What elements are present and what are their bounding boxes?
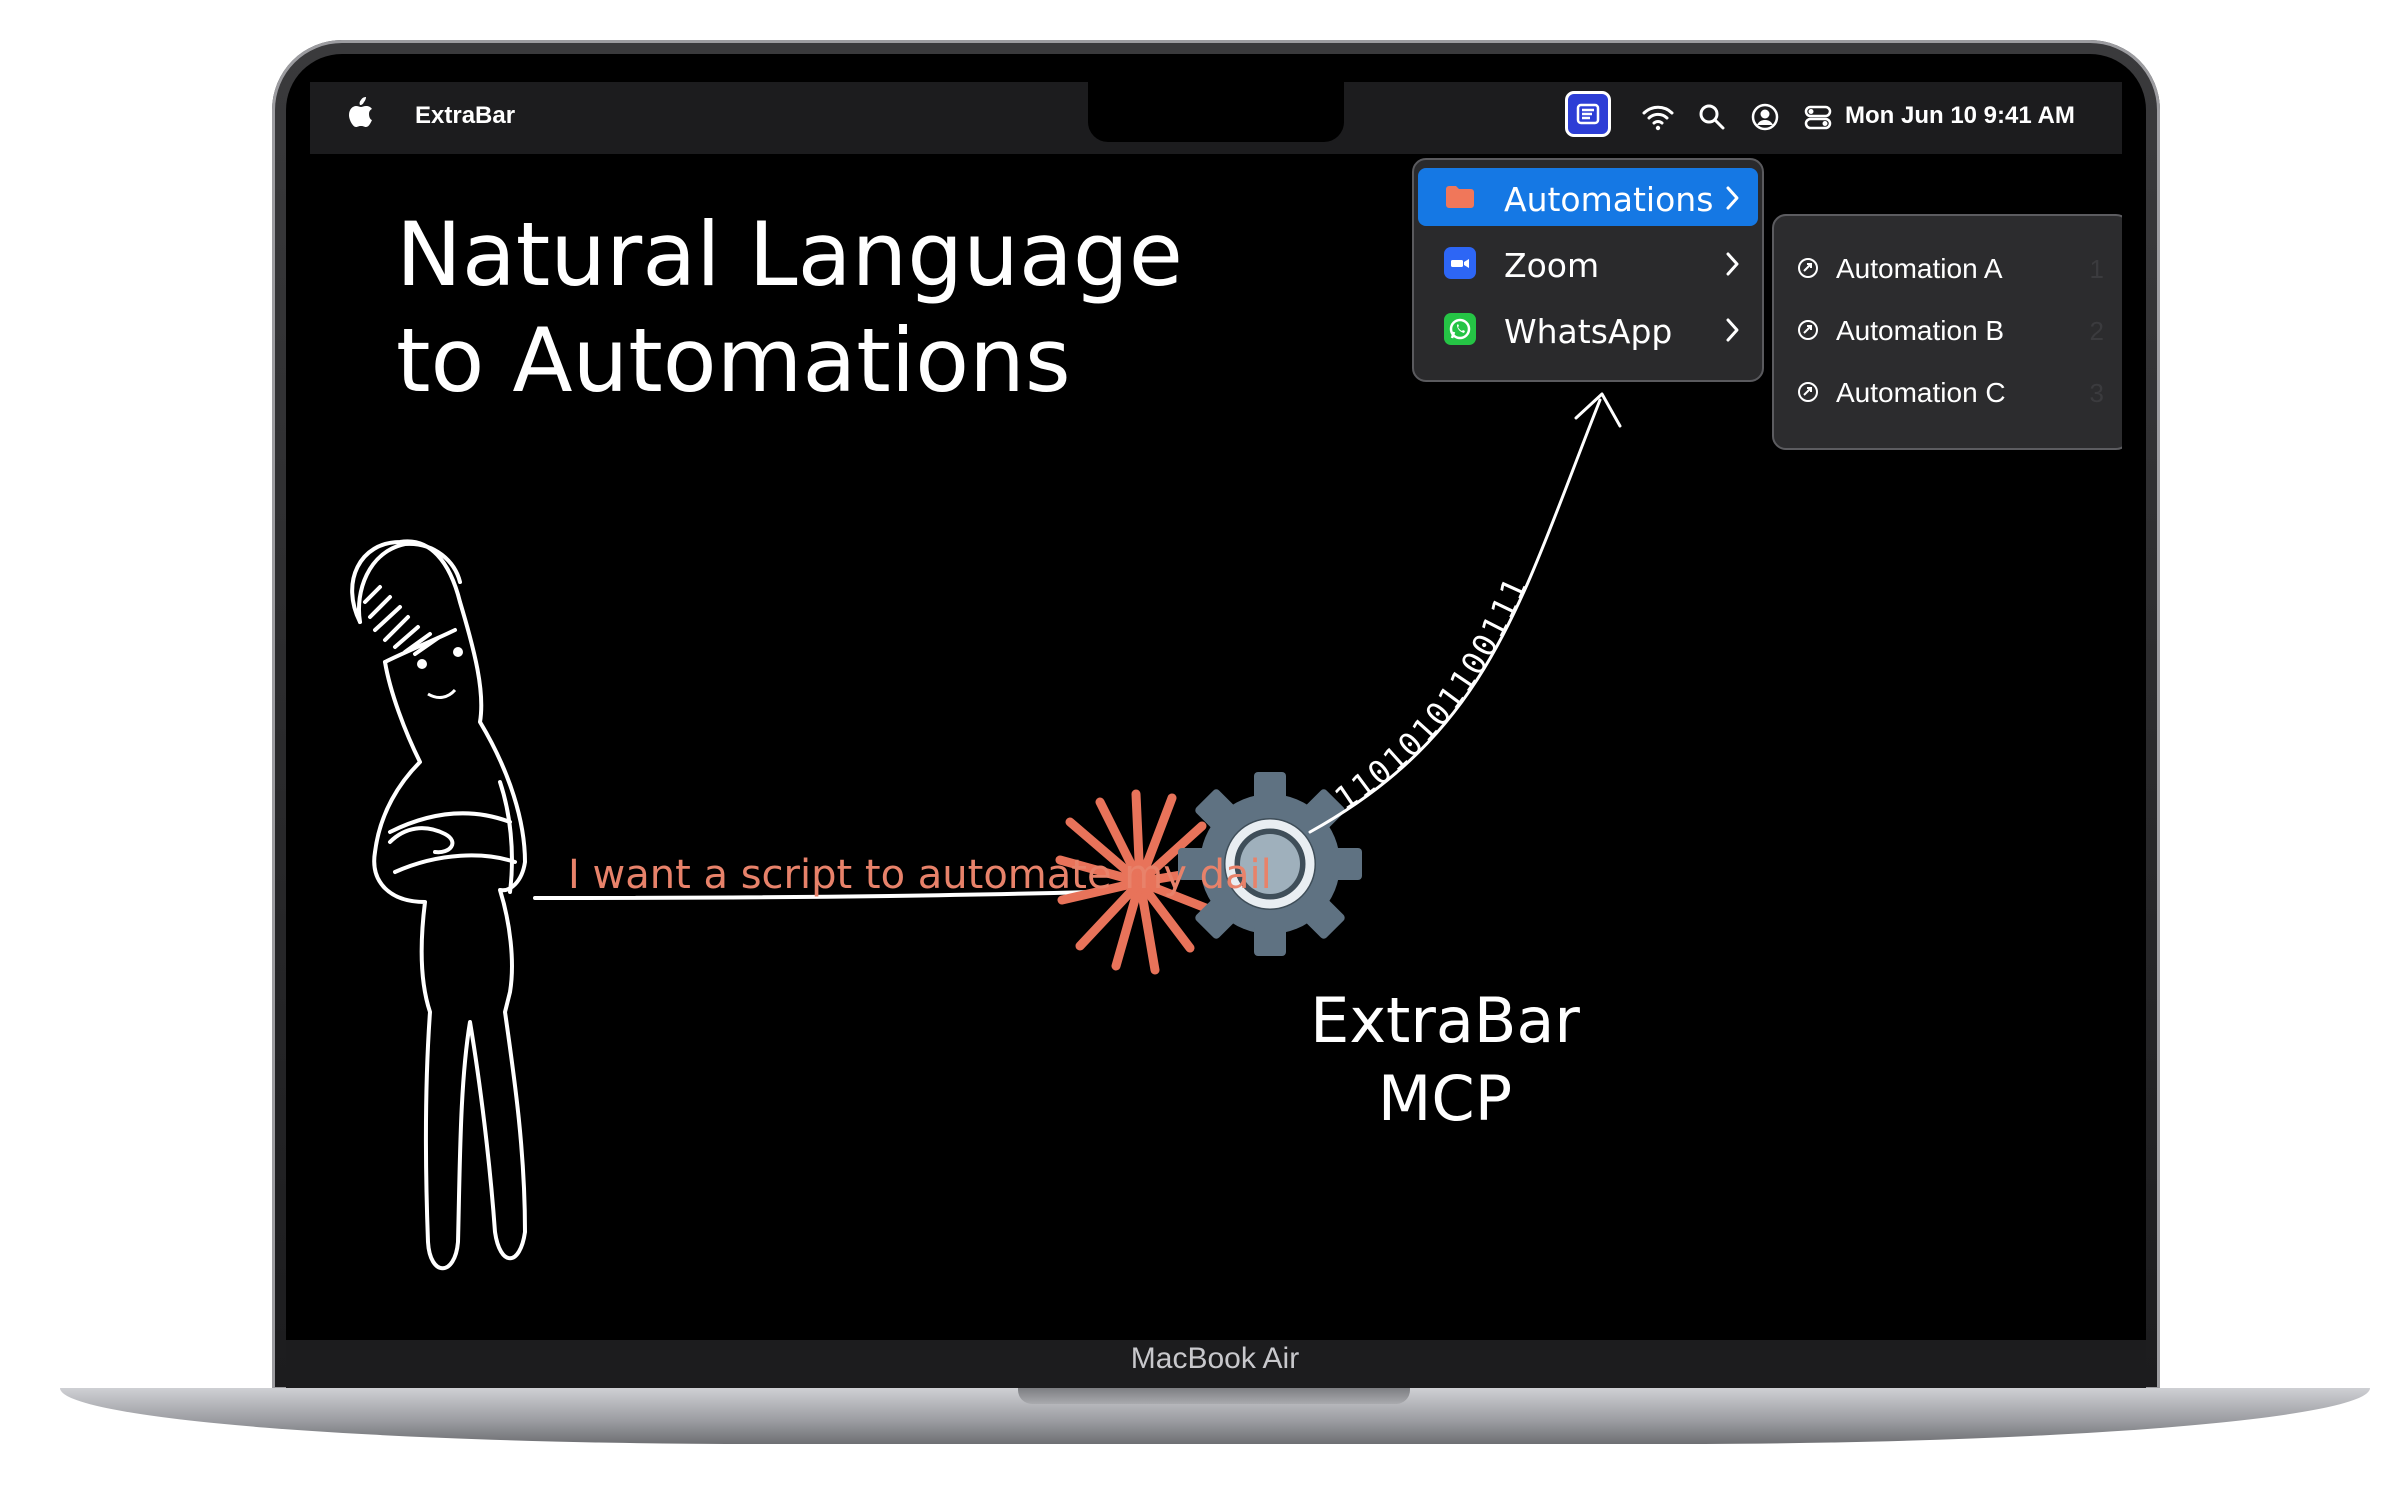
zoom-icon (1444, 247, 1476, 279)
title-line-1: Natural Language (396, 203, 1183, 306)
shortcut-number: 2 (2089, 316, 2104, 346)
submenu-item-label: Automation A (1836, 253, 2003, 284)
extrabar-dropdown-menu: Automations Zoom (1412, 158, 1764, 382)
active-app-name[interactable]: ExtraBar (415, 102, 516, 129)
menu-bar: ExtraBar (310, 82, 2122, 154)
extrabar-menu-icon[interactable] (1565, 91, 1611, 137)
slide-title: Natural Language to Automations (396, 202, 1183, 414)
mcp-label-line-2: MCP (1377, 1062, 1513, 1135)
menu-item-zoom[interactable]: Zoom (1418, 234, 1758, 292)
mcp-label-line-1: ExtraBar (1310, 984, 1580, 1057)
laptop-hinge (286, 1340, 2146, 1390)
automations-submenu: Automation A 1 Automation B 2 Automation… (1772, 214, 2122, 450)
menu-item-label: WhatsApp (1504, 312, 1673, 351)
person-smile (427, 688, 457, 699)
submenu-item-label: Automation B (1836, 315, 2005, 346)
apple-icon[interactable] (346, 96, 374, 130)
device-model-label: MacBook Air (1130, 1342, 1300, 1375)
laptop-opening-lip (1018, 1388, 1410, 1404)
menu-item-automations[interactable]: Automations (1418, 168, 1758, 226)
gear-icon (1178, 772, 1362, 956)
automation-icon (1798, 258, 1818, 278)
submenu-item-automation-c[interactable]: Automation C 3 (1774, 364, 2122, 420)
binary-arrow (1308, 398, 1602, 834)
menu-item-label: Automations (1504, 180, 1714, 219)
list-icon (1576, 103, 1600, 125)
zoom-wordmark-icon (1451, 259, 1469, 268)
chevron-right-icon (1726, 252, 1739, 276)
wifi-icon[interactable] (1641, 100, 1675, 134)
person-eye-left (417, 659, 427, 669)
menu-item-whatsapp[interactable]: WhatsApp (1418, 300, 1758, 358)
automation-icon (1798, 382, 1818, 402)
person-drawing (350, 539, 527, 1271)
chevron-right-icon (1726, 318, 1739, 342)
menu-item-label: Zoom (1504, 246, 1600, 285)
phone-bubble-icon (1449, 318, 1471, 340)
speech-text: I want a script to automate my daily r (568, 852, 1268, 898)
user-account-icon[interactable] (1748, 100, 1782, 134)
search-icon[interactable] (1695, 100, 1729, 134)
extrabar-mcp-label: ExtraBar MCP (1270, 982, 1620, 1138)
title-line-2: to Automations (396, 309, 1071, 412)
control-center-icon[interactable] (1801, 100, 1835, 134)
chevron-right-icon (1726, 186, 1739, 210)
submenu-item-automation-a[interactable]: Automation A 1 (1774, 240, 2122, 296)
burst-icon (1055, 789, 1227, 975)
camera-notch (1088, 82, 1344, 142)
submenu-item-automation-b[interactable]: Automation B 2 (1774, 302, 2122, 358)
person-eye-right (453, 647, 463, 657)
binary-text: 11010101100111 (1328, 571, 1535, 818)
speech-line (533, 890, 1092, 900)
automation-icon (1798, 320, 1818, 340)
screen: ExtraBar (310, 82, 2122, 1338)
arrow-head-icon (1574, 392, 1622, 428)
menu-bar-clock[interactable]: Mon Jun 10 9:41 AM (1845, 102, 2075, 129)
whatsapp-icon (1444, 313, 1476, 345)
submenu-item-label: Automation C (1836, 377, 2006, 408)
folder-icon (1446, 186, 1474, 208)
illustration: 11010101100111 (350, 392, 1622, 1271)
shortcut-number: 1 (2089, 254, 2104, 284)
shortcut-number: 3 (2089, 378, 2104, 408)
